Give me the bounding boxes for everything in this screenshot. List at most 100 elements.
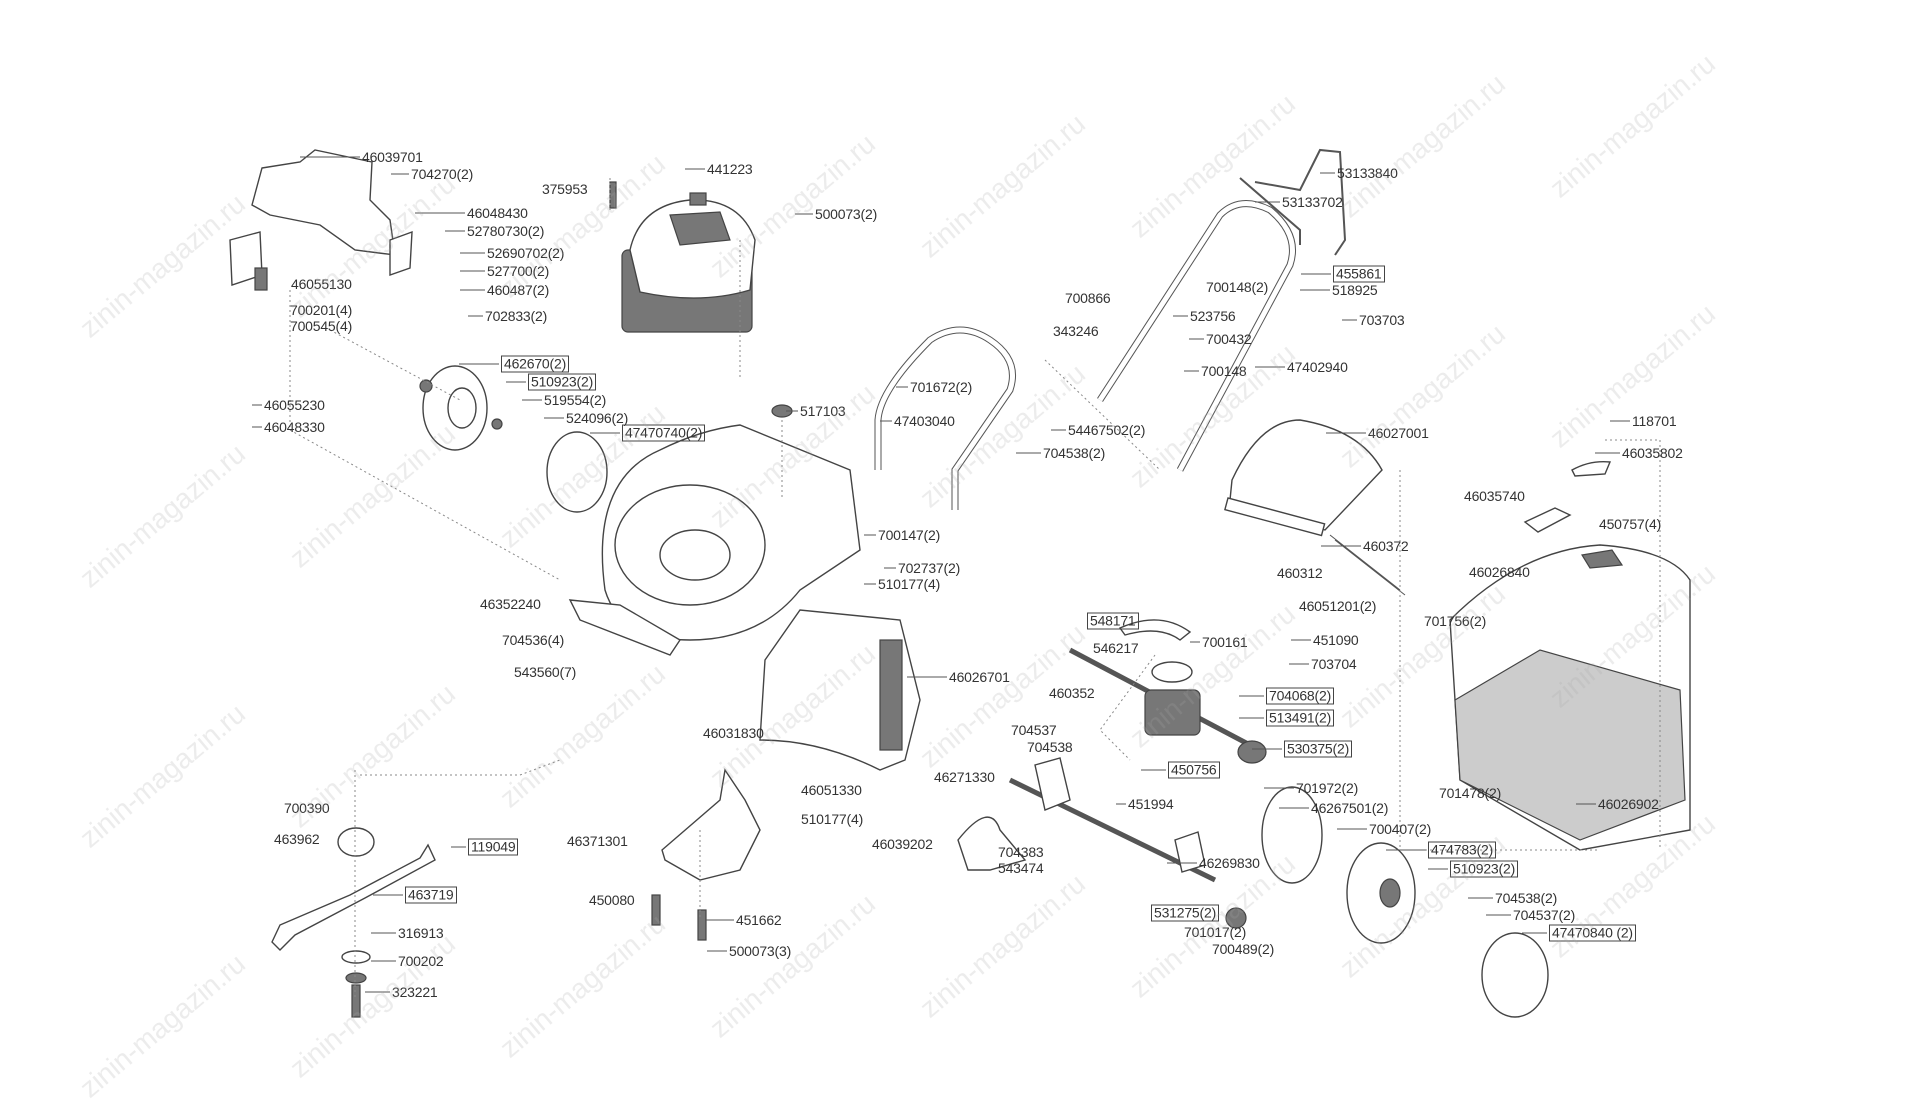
part-label: 52780730(2) (467, 223, 545, 239)
part-label: 46048330 (264, 419, 325, 435)
part-label: 46031830 (703, 725, 764, 741)
part-label: 451662 (736, 912, 782, 928)
assembly-guides (289, 175, 1161, 1000)
part-label: 703704 (1311, 656, 1357, 672)
part-label: 703703 (1359, 312, 1405, 328)
part-label: 704537 (1011, 722, 1057, 738)
part-label: 47470840 (2) (1549, 924, 1636, 942)
part-label: 700148 (1201, 363, 1247, 379)
part-label: 700407(2) (1369, 821, 1432, 837)
part-label: 700489(2) (1212, 941, 1275, 957)
part-label: 450757(4) (1599, 516, 1662, 532)
gearbox-part (957, 619, 1267, 929)
rear-wheel-part (1261, 786, 1549, 1018)
part-label: 704383 (998, 844, 1044, 860)
part-label: 518925 (1332, 282, 1378, 298)
part-label: 119049 (468, 838, 519, 856)
part-label: 46055230 (264, 397, 325, 413)
part-label: 441223 (707, 161, 753, 177)
mower-deck-part (568, 404, 861, 656)
part-label: 510923(2) (1450, 860, 1519, 878)
part-label: 455861 (1333, 265, 1385, 283)
part-label: 474783(2) (1428, 841, 1497, 859)
part-label: 46026701 (949, 669, 1010, 685)
mulching-plug-part (661, 768, 761, 881)
part-label: 54467502(2) (1068, 422, 1146, 438)
front-wheel-part (419, 365, 608, 513)
part-label: 46026840 (1469, 564, 1530, 580)
part-label: 343246 (1053, 323, 1099, 339)
part-label: 46352240 (480, 596, 541, 612)
blade-part (271, 827, 707, 1018)
part-label: 524096(2) (566, 410, 629, 426)
part-label: 118701 (1632, 413, 1677, 429)
part-label: 460487(2) (487, 282, 550, 298)
part-label: 704538 (1027, 739, 1073, 755)
part-label: 704270(2) (411, 166, 474, 182)
part-label: 701756(2) (1424, 613, 1487, 629)
part-label: 702833(2) (485, 308, 548, 324)
part-label: 463962 (274, 831, 320, 847)
part-label: 47470740(2) (622, 424, 706, 442)
part-label: 46035740 (1464, 488, 1525, 504)
part-label: 701972(2) (1296, 780, 1359, 796)
part-label: 53133840 (1337, 165, 1398, 181)
part-label: 323221 (392, 984, 438, 1000)
part-label: 462670(2) (501, 355, 570, 373)
part-label: 46051201(2) (1299, 598, 1377, 614)
part-label: 46271330 (934, 769, 995, 785)
part-label: 46027001 (1368, 425, 1429, 441)
part-label: 46026902 (1598, 796, 1659, 812)
part-label: 46055130 (291, 276, 352, 292)
part-label: 46048430 (467, 205, 528, 221)
engine-part (609, 181, 756, 333)
part-label: 375953 (542, 181, 588, 197)
part-label: 451090 (1313, 632, 1359, 648)
part-label: 531275(2) (1151, 904, 1220, 922)
part-label: 46051330 (801, 782, 862, 798)
part-label: 530375(2) (1284, 740, 1353, 758)
rear-flap-part (229, 149, 413, 291)
part-label: 450756 (1168, 761, 1220, 779)
part-label: 700161 (1202, 634, 1248, 650)
part-label: 701017(2) (1184, 924, 1247, 940)
part-label: 700148(2) (1206, 279, 1269, 295)
part-label: 451994 (1128, 796, 1174, 812)
part-label: 500073(3) (729, 943, 792, 959)
part-label: 701672(2) (910, 379, 973, 395)
part-label: 701478(2) (1439, 785, 1502, 801)
part-label: 700545(4) (290, 318, 353, 334)
part-label: 53133702 (1282, 194, 1343, 210)
part-label: 543474 (998, 860, 1044, 876)
part-label: 510177(4) (878, 576, 941, 592)
part-label: 460372 (1363, 538, 1409, 554)
part-label: 46039202 (872, 836, 933, 852)
part-label: 519554(2) (544, 392, 607, 408)
part-label: 700432 (1206, 331, 1252, 347)
part-label: 704538(2) (1495, 890, 1558, 906)
part-label: 46269830 (1199, 855, 1260, 871)
part-label: 517103 (800, 403, 846, 419)
part-label: 523756 (1190, 308, 1236, 324)
part-label: 46039701 (362, 149, 423, 165)
rear-chute-part (759, 609, 921, 771)
part-label: 510923(2) (528, 373, 597, 391)
part-label: 513491(2) (1266, 709, 1335, 727)
part-label: 527700(2) (487, 263, 550, 279)
part-label: 46267501(2) (1311, 800, 1389, 816)
upper-handle-part (1097, 148, 1347, 472)
part-label: 46371301 (567, 833, 628, 849)
part-label: 316913 (398, 925, 444, 941)
part-label: 704538(2) (1043, 445, 1106, 461)
part-label: 700147(2) (878, 527, 941, 543)
part-label: 704537(2) (1513, 907, 1576, 923)
part-label: 548171 (1087, 612, 1139, 630)
part-label: 702737(2) (898, 560, 961, 576)
part-label: 460312 (1277, 565, 1323, 581)
part-label: 52690702(2) (487, 245, 565, 261)
part-label: 700201(4) (290, 302, 353, 318)
part-label: 46035802 (1622, 445, 1683, 461)
part-label: 546217 (1093, 640, 1139, 656)
part-label: 47403040 (894, 413, 955, 429)
lower-handle-part (874, 326, 1016, 510)
